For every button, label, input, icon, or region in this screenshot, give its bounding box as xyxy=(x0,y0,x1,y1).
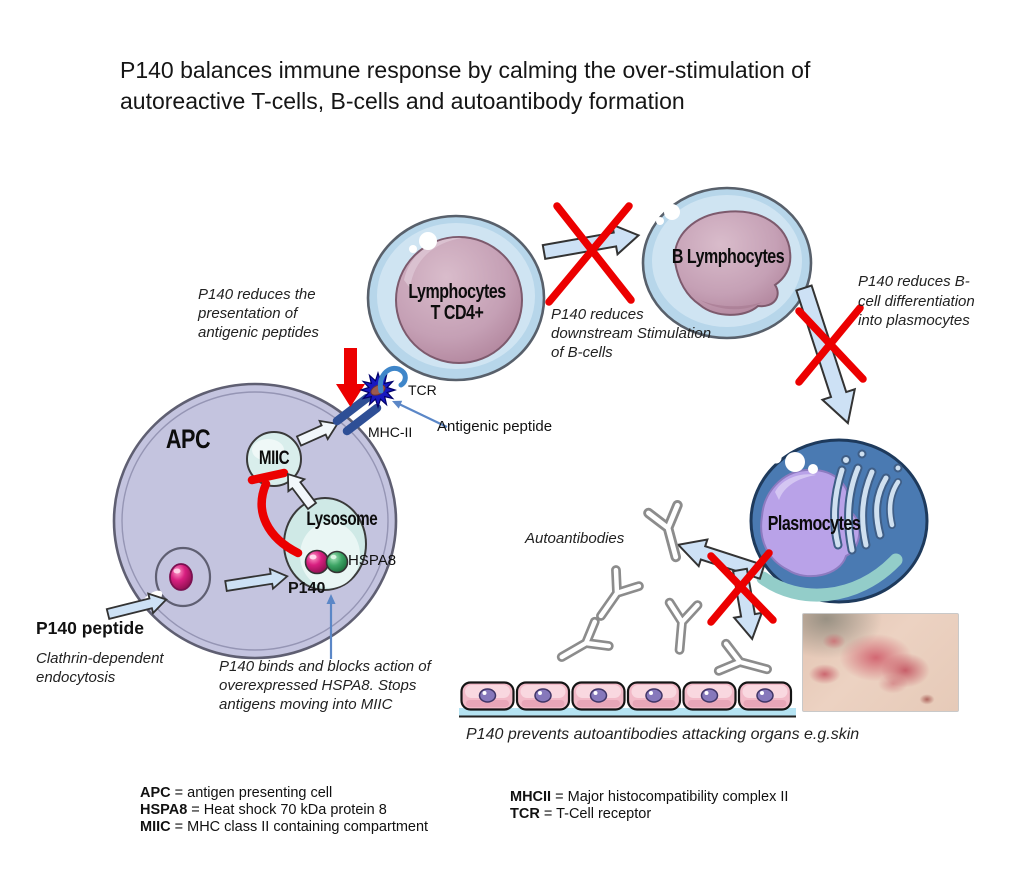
tcr-label: TCR xyxy=(408,382,437,398)
b-cell-label: B Lymphocytes xyxy=(671,246,785,268)
legend-right: MHCII = Major histocompatibility complex… xyxy=(510,789,788,823)
red-x-bcell-plasmocytes xyxy=(795,304,867,386)
b-cell xyxy=(641,186,813,340)
p140-label: P140 xyxy=(288,580,326,597)
t-cell xyxy=(366,214,546,382)
legend-term: TCR xyxy=(510,806,540,823)
legend-term: MHCII xyxy=(510,789,552,805)
note-reduces-presentation: P140 reduces the presentation of antigen… xyxy=(198,286,319,341)
pointer-p140-note xyxy=(326,594,336,659)
epithelium-row xyxy=(459,681,796,718)
plasmocytes-cell xyxy=(749,438,929,604)
arrow-pit-to-lysosome xyxy=(224,567,289,592)
page-title: P140 balances immune response by calming… xyxy=(120,55,930,117)
red-down-arrow-icon xyxy=(336,348,365,407)
arrow-tcell-to-bcell xyxy=(541,223,641,261)
t-cell-label: Lymphocytes T CD4+ xyxy=(408,282,506,324)
legend-line: MIIC = MHC class II containing compartme… xyxy=(140,819,428,836)
endoplasmic-reticulum-icon xyxy=(830,449,903,555)
red-x-autoantibodies xyxy=(707,549,777,626)
inhibition-arrow-icon xyxy=(247,468,303,558)
legend-term: APC xyxy=(140,785,171,801)
skin-lesion-photo xyxy=(802,613,959,712)
hspa8-label: HSPA8 xyxy=(348,552,397,569)
legend-line: APC = antigen presenting cell xyxy=(140,785,428,802)
apc-cell xyxy=(112,382,398,660)
endocytic-pit-icon xyxy=(141,546,212,608)
arrow-lysosome-to-miic xyxy=(286,472,318,511)
autoantibodies-label: Autoantibodies xyxy=(525,530,625,547)
note-binds-blocks: P140 binds and blocks action of overexpr… xyxy=(219,658,431,713)
miic-label: MIIC xyxy=(258,448,290,469)
note-prevents-attacking: P140 prevents autoantibodies attacking o… xyxy=(466,726,860,743)
pointer-antigenic-peptide xyxy=(392,400,448,428)
legend-def: = Major histocompatibility complex II xyxy=(551,789,789,805)
legend-def: = MHC class II containing compartment xyxy=(170,819,429,836)
p140-hspa8-complex-icon xyxy=(304,549,349,575)
antigenic-peptide-label: Antigenic peptide xyxy=(437,418,553,435)
p140-peptide-label: P140 peptide xyxy=(36,618,144,638)
legend-line: MHCII = Major histocompatibility complex… xyxy=(510,789,788,806)
legend-left: APC = antigen presenting cell HSPA8 = He… xyxy=(140,785,428,836)
red-x-tcell-bcell xyxy=(545,202,635,306)
t-cell-label-line1: Lymphocytes xyxy=(408,281,506,303)
legend-def: = antigen presenting cell xyxy=(170,785,333,801)
arrow-endocytosis-entry xyxy=(105,592,168,620)
legend-line: TCR = T-Cell receptor xyxy=(510,806,788,823)
arrow-miic-to-membrane xyxy=(295,419,339,447)
legend-line: HSPA8 = Heat shock 70 kDa protein 8 xyxy=(140,802,428,819)
t-cell-label-line2: T CD4+ xyxy=(430,302,484,324)
legend-def: = Heat shock 70 kDa protein 8 xyxy=(187,802,387,819)
mhc2-bars-icon xyxy=(332,393,382,436)
page-title-line1: P140 balances immune response by calming… xyxy=(120,57,811,83)
note-reduces-downstream: P140 reduces downstream Stimulation of B… xyxy=(551,306,712,361)
note-clathrin: Clathrin-dependent endocytosis xyxy=(36,650,164,686)
apc-label: APC xyxy=(165,424,211,454)
p140-cargo-icon xyxy=(169,563,193,591)
plasmocytes-label: Plasmocytes xyxy=(767,513,861,535)
lysosome-label: Lysosome xyxy=(306,509,378,530)
page-title-line2: autoreactive T-cells, B-cells and autoan… xyxy=(120,88,685,115)
legend-term: HSPA8 xyxy=(140,802,188,819)
legend-term: MIIC xyxy=(140,819,171,836)
legend-def: = T-Cell receptor xyxy=(539,806,652,823)
tcr-hook-icon xyxy=(377,365,408,394)
mhc2-label: MHC-II xyxy=(368,424,413,440)
arrow-bcell-to-plasmocytes xyxy=(795,284,857,425)
note-reduces-differentiation: P140 reduces B-cell differentiation into… xyxy=(858,273,975,329)
